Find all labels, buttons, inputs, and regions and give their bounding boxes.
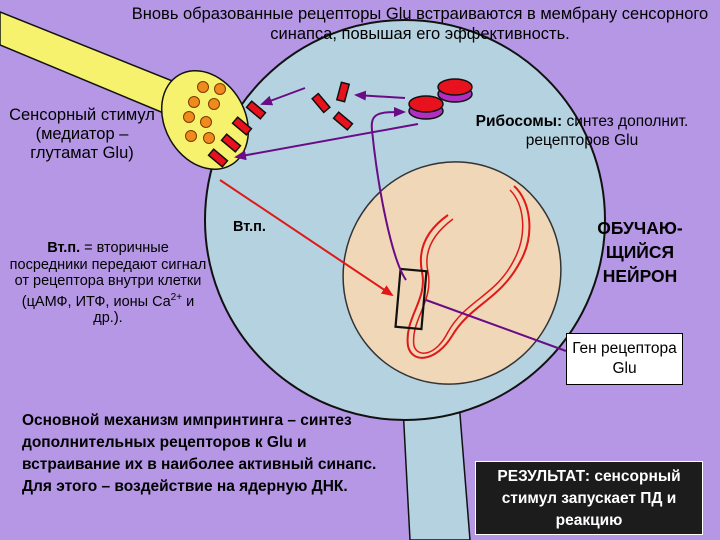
receptor xyxy=(311,92,331,114)
arrow-to-receptors xyxy=(354,90,406,101)
second-messenger-label: Вт.п. xyxy=(233,219,266,235)
sensory-stimulus-label: Сенсорный стимул (медиатор – глутамат Gl… xyxy=(9,106,155,162)
membrane-receptors xyxy=(207,100,267,168)
learning-neuron-label: ОБУЧАЮ-ЩИЙСЯ НЕЙРОН xyxy=(597,218,683,286)
second-messenger-sup: 2+ xyxy=(170,291,183,303)
receptor xyxy=(245,100,267,120)
ribosome-top xyxy=(437,78,473,96)
receptor xyxy=(231,116,253,136)
vesicle xyxy=(214,83,226,95)
new-receptors xyxy=(311,81,354,131)
main-mechanism-text: Основной механизм импринтинга – синтез д… xyxy=(22,412,377,495)
vesicle xyxy=(208,98,220,110)
vesicle xyxy=(200,116,212,128)
ribosomes-label-text: синтез дополнит. рецепторов Glu xyxy=(525,113,689,149)
second-messenger-abbr: Вт.п. xyxy=(47,240,81,256)
ribosomes-label: Рибосомы: синтез дополнит. рецепторов Gl… xyxy=(452,112,712,150)
ribosome-top xyxy=(408,95,444,113)
arrow-to-membrane-top xyxy=(260,87,306,106)
second-messenger-def-text: = вторичные посредники передают сигнал о… xyxy=(9,240,207,310)
ribosomes-label-bold: Рибосомы: xyxy=(475,113,563,130)
arrow-to-membrane xyxy=(234,123,419,161)
receptor xyxy=(335,81,351,103)
ribosomes xyxy=(408,78,473,120)
vesicle xyxy=(197,81,209,93)
receptor xyxy=(220,133,242,153)
vesicle xyxy=(188,96,200,108)
second-messenger-definition: Вт.п. = вторичные посредники передают си… xyxy=(8,240,208,326)
mrna-path xyxy=(370,107,407,281)
vesicle xyxy=(203,132,215,144)
transport-arrows xyxy=(234,87,419,281)
gene-box-marker xyxy=(394,267,428,331)
dna-strand-2 xyxy=(412,189,524,354)
receptor xyxy=(332,111,354,131)
result-box: РЕЗУЛЬТАТ: сенсорный стимул запускает ПД… xyxy=(475,461,703,535)
gene-label-box: Ген рецептора Glu xyxy=(566,333,683,385)
diagram-title: Вновь образованные рецепторы Glu встраив… xyxy=(131,5,709,43)
second-messenger-end-text: и др.). xyxy=(93,293,195,326)
second-messenger-arrow xyxy=(219,179,394,297)
receptor xyxy=(207,148,229,168)
gene-pointer-line xyxy=(425,299,567,352)
glutamate-vesicles xyxy=(183,81,226,144)
vesicle xyxy=(183,111,195,123)
vesicle xyxy=(185,130,197,142)
